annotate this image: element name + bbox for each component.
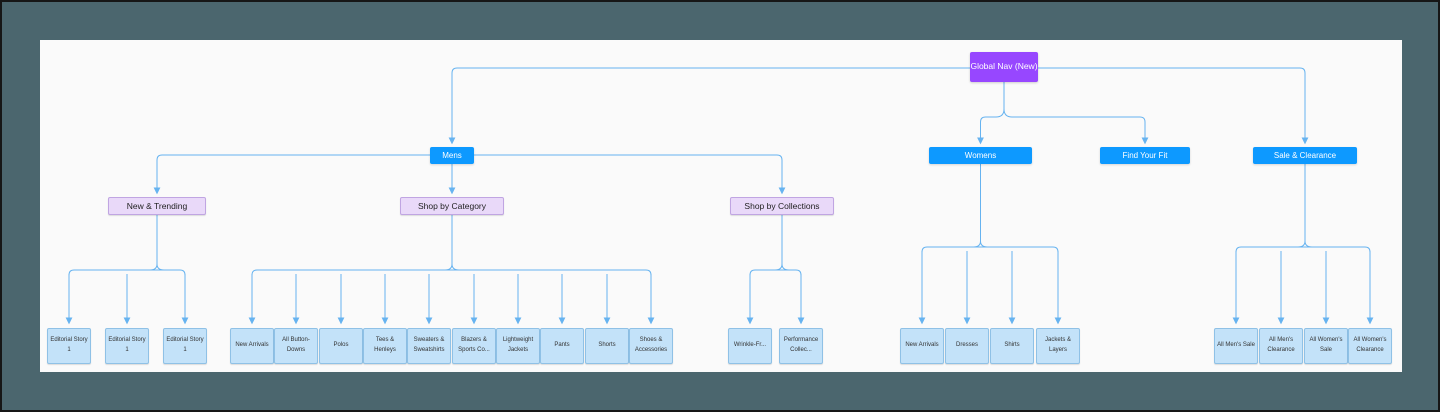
node-new-trending[interactable]: New & Trending — [108, 197, 206, 215]
leaf-sale-clearance-3[interactable]: All Women's Clearance — [1348, 328, 1392, 364]
leaf-shop-by-category-6[interactable]: Lightweight Jackets — [496, 328, 540, 364]
leaf-shop-by-collections-1[interactable]: Performance Collec... — [779, 328, 823, 364]
leaf-shop-by-category-3[interactable]: Tees & Henleys — [363, 328, 407, 364]
node-mens[interactable]: Mens — [430, 147, 474, 164]
node-womens[interactable]: Womens — [929, 147, 1032, 164]
leaf-shop-by-category-7[interactable]: Pants — [540, 328, 584, 364]
leaf-shop-by-category-2[interactable]: Polos — [319, 328, 363, 364]
leaf-new-trending-0[interactable]: Editorial Story 1 — [47, 328, 91, 364]
leaf-new-trending-1[interactable]: Editorial Story 1 — [105, 328, 149, 364]
node-find-your-fit[interactable]: Find Your Fit — [1100, 147, 1190, 164]
leaf-shop-by-category-0[interactable]: New Arrivals — [230, 328, 274, 364]
leaf-womens-0[interactable]: New Arrivals — [900, 328, 944, 364]
leaf-new-trending-2[interactable]: Editorial Story 1 — [163, 328, 207, 364]
diagram-canvas[interactable]: Global Nav (New) Mens Womens Find Your F… — [40, 40, 1402, 372]
leaf-shop-by-category-1[interactable]: All Button-Downs — [274, 328, 318, 364]
node-global-nav[interactable]: Global Nav (New) — [970, 52, 1038, 82]
leaf-shop-by-category-4[interactable]: Sweaters & Sweatshirts — [407, 328, 451, 364]
leaf-womens-3[interactable]: Jackets & Layers — [1036, 328, 1080, 364]
leaf-shop-by-collections-0[interactable]: Wrinkle-Fr... — [728, 328, 772, 364]
leaf-sale-clearance-2[interactable]: All Women's Sale — [1304, 328, 1348, 364]
leaf-womens-1[interactable]: Dresses — [945, 328, 989, 364]
leaf-shop-by-category-5[interactable]: Blazers & Sports Co... — [452, 328, 496, 364]
leaf-womens-2[interactable]: Shirts — [990, 328, 1034, 364]
connector-layer — [65, 67, 1374, 325]
node-sale-clearance[interactable]: Sale & Clearance — [1253, 147, 1357, 164]
leaf-sale-clearance-1[interactable]: All Men's Clearance — [1259, 328, 1303, 364]
leaf-shop-by-category-9[interactable]: Shoes & Accessories — [629, 328, 673, 364]
leaf-shop-by-category-8[interactable]: Shorts — [585, 328, 629, 364]
node-shop-by-category[interactable]: Shop by Category — [400, 197, 504, 215]
node-shop-by-collections[interactable]: Shop by Collections — [730, 197, 834, 215]
leaf-sale-clearance-0[interactable]: All Men's Sale — [1214, 328, 1258, 364]
